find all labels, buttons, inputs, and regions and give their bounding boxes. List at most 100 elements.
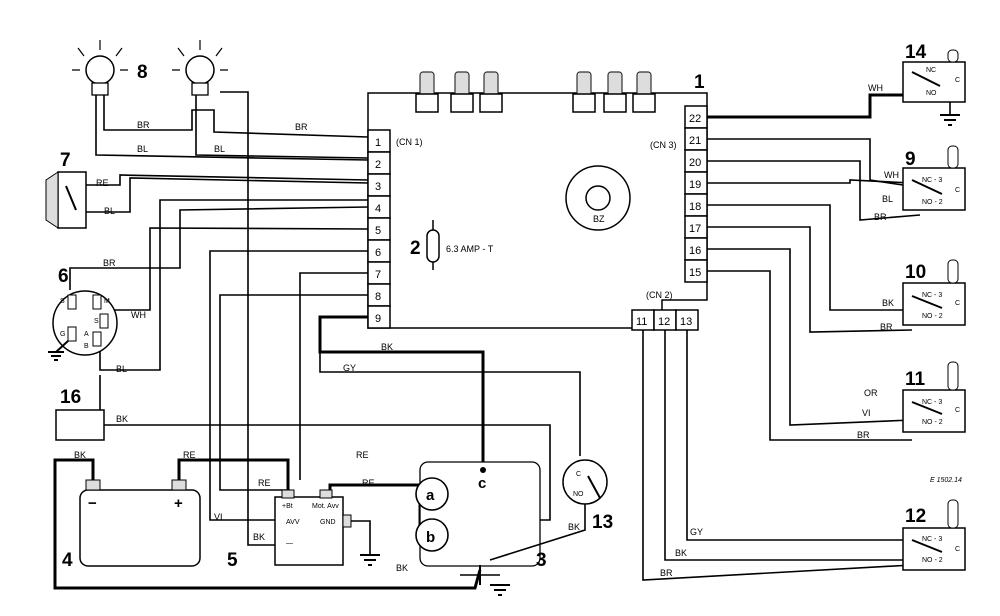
- cn2-label: (CN 2): [646, 290, 673, 300]
- switch-9: NC - 3 NO - 2 C: [902, 145, 966, 211]
- contact-label: NC - 3: [922, 399, 942, 406]
- terminal-label: S: [60, 298, 65, 305]
- terminal-label: S: [94, 318, 99, 325]
- lamp-icon: [72, 40, 128, 96]
- contact-label: NC - 3: [922, 536, 942, 543]
- component-numbers: 1 2 3 4 5 6 7 8 9 10 11 12 13 14 16: [58, 42, 927, 571]
- seat-switch-icon: [45, 171, 87, 229]
- lamp-icon: [172, 40, 228, 96]
- relay-avv: AVV: [286, 519, 300, 526]
- wire-label: BR: [103, 258, 116, 268]
- control-unit: BZ 6.3 AMP - T (CN 1) (CN 3) (CN 2): [367, 71, 708, 329]
- contact-label: NC: [926, 67, 936, 74]
- terminal-label: NO: [573, 491, 584, 498]
- component-number: 7: [60, 150, 71, 171]
- cn3-pin: 19: [689, 179, 701, 191]
- cn1-label: (CN 1): [396, 137, 423, 147]
- contact-label: NC - 3: [922, 292, 942, 299]
- starter-relay: +Bt Mot. Avv AVV GND —: [274, 489, 352, 566]
- wire-label: WH: [131, 310, 146, 320]
- battery-minus: −: [88, 495, 97, 512]
- contact-label: NO - 2: [922, 419, 943, 426]
- component-number: 16: [60, 387, 81, 408]
- wire-labels: BR BR BL BL RE BL BR WH BL BK GY BK BK R…: [74, 83, 899, 578]
- wire-label: BK: [74, 450, 86, 460]
- cn1-pin: 3: [375, 181, 381, 193]
- ignition-switch-icon: S M S G A B: [48, 290, 118, 361]
- contact-label: NC - 3: [922, 177, 942, 184]
- cn3-pin: 18: [689, 201, 701, 213]
- component-number: 5: [227, 550, 238, 571]
- cn2-connector: 11 12 13: [631, 309, 699, 331]
- cn2-pin: 12: [658, 316, 670, 328]
- switch-14: NC NO C: [902, 49, 966, 103]
- cn1-pin: 4: [375, 203, 381, 215]
- cn1-pin: 6: [375, 247, 381, 259]
- wire-label: GY: [343, 363, 356, 373]
- wire-label: BK: [253, 532, 265, 542]
- wires-right: [642, 93, 921, 581]
- contact-label: C: [955, 187, 960, 194]
- wire-label: RE: [258, 478, 271, 488]
- terminal-label: M: [104, 298, 110, 305]
- ground-icon: [940, 114, 960, 126]
- wire-label: VI: [214, 512, 223, 522]
- buzzer-label: BZ: [593, 214, 605, 224]
- cn3-pin: 16: [689, 245, 701, 257]
- switch-11: NC - 3 NO - 2 C: [902, 361, 966, 433]
- component-number: 2: [410, 238, 421, 259]
- ground-icon: [360, 554, 380, 566]
- wire-label: BK: [116, 414, 128, 424]
- cn3-pin: 20: [689, 157, 701, 169]
- component-number: 11: [905, 369, 926, 390]
- contact-label: C: [955, 77, 960, 84]
- switch-12: NC - 3 NO - 2 C: [902, 499, 966, 571]
- wire-label: RE: [96, 178, 109, 188]
- contact-label: C: [955, 407, 960, 414]
- wire-label: BL: [116, 364, 127, 374]
- relay-bumps: [415, 71, 656, 113]
- cn3-pin: 17: [689, 223, 701, 235]
- wire-label: BL: [214, 144, 225, 154]
- wire-label: RE: [356, 450, 369, 460]
- wire-label: BL: [104, 206, 115, 216]
- cn1-connector: 1 2 3 4 5 6 7 8 9: [367, 129, 391, 329]
- terminal-c: c: [478, 475, 486, 492]
- starter-motor: a b c: [415, 461, 541, 585]
- relay-minus: —: [286, 540, 293, 547]
- wire-label: RE: [183, 450, 196, 460]
- component-number: 14: [905, 42, 927, 63]
- wire-label: WH: [868, 83, 883, 93]
- component-number: 10: [905, 262, 926, 283]
- cn1-pin: 2: [375, 159, 381, 171]
- relay-b-plus: +Bt: [282, 503, 293, 510]
- wire-label: BK: [882, 298, 894, 308]
- cn1-pin: 7: [375, 269, 381, 281]
- cn3-pin: 21: [689, 135, 701, 147]
- wire-label: BK: [675, 548, 687, 558]
- terminal-label: G: [60, 331, 65, 338]
- component-number: 13: [592, 512, 613, 533]
- cn3-pin: 22: [689, 113, 701, 125]
- wire-label: VI: [862, 408, 871, 418]
- terminal-label: C: [576, 471, 581, 478]
- cn3-pin: 15: [689, 267, 701, 279]
- wire-label: BR: [660, 568, 673, 578]
- wire-label: BK: [568, 522, 580, 532]
- cn3-label: (CN 3): [650, 140, 677, 150]
- wire-label: RE: [362, 478, 375, 488]
- key-switch-icon: C NO: [562, 459, 608, 505]
- drawing-code: E 1502.14: [930, 477, 962, 484]
- component-number: 4: [62, 550, 73, 571]
- wire-label: BL: [137, 144, 148, 154]
- component-number: 6: [58, 266, 69, 287]
- battery-icon: − +: [79, 479, 201, 567]
- cn3-connector: 22 21 20 19 18 17 16 15: [684, 105, 708, 283]
- component-number: 12: [905, 506, 926, 527]
- contact-label: NO - 2: [922, 199, 943, 206]
- wire-label: BK: [381, 342, 393, 352]
- terminal-label: B: [84, 343, 89, 350]
- component-number: 9: [905, 149, 916, 170]
- terminal-b: b: [426, 529, 435, 546]
